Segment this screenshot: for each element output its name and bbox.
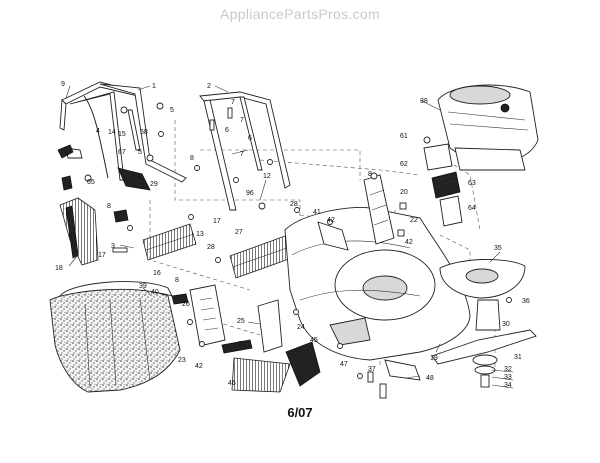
engine (437, 84, 539, 171)
callout-96: 96 (246, 190, 254, 197)
callout-19: 19 (430, 355, 438, 362)
callout-25: 25 (237, 318, 245, 325)
callout-34: 34 (504, 382, 512, 389)
callout-labels: 1 2 3 4 5 5 6 6 7 7 7 8 8 8 8 9 12 13 14… (55, 81, 530, 389)
callout-5b: 5 (138, 149, 142, 156)
callout-29: 29 (150, 181, 158, 188)
callout-31: 31 (514, 354, 522, 361)
callout-17a: 17 (98, 252, 106, 259)
callout-39: 39 (139, 283, 147, 290)
callout-45: 45 (310, 337, 318, 344)
callout-42a: 42 (327, 217, 335, 224)
callout-21: 21 (238, 341, 246, 348)
callout-12: 12 (263, 173, 271, 180)
callout-18: 18 (55, 265, 63, 272)
callout-40: 40 (151, 289, 159, 296)
callout-15: 15 (118, 131, 126, 138)
callout-3: 3 (111, 243, 115, 250)
callout-62: 62 (400, 161, 408, 168)
callout-1: 1 (152, 83, 156, 90)
callout-22: 22 (410, 217, 418, 224)
callout-16: 16 (153, 270, 161, 277)
callout-46: 46 (228, 380, 236, 387)
callout-9: 9 (61, 81, 65, 88)
callout-42c: 42 (195, 363, 203, 370)
blade-assembly (431, 259, 537, 388)
callout-24: 24 (297, 324, 305, 331)
callout-37: 37 (368, 366, 376, 373)
callout-23: 23 (178, 357, 186, 364)
front-axle-bracket (367, 359, 421, 399)
callout-26: 26 (182, 301, 190, 308)
callout-28a: 28 (290, 201, 298, 208)
callout-38: 38 (420, 98, 428, 105)
watermark: AppliancePartsPros.com (220, 6, 380, 22)
callout-33: 33 (504, 374, 512, 381)
callout-28b: 28 (207, 244, 215, 251)
callout-36: 36 (522, 298, 530, 305)
callout-4: 4 (96, 128, 100, 135)
callout-8d: 8 (368, 171, 372, 178)
front-height-adjuster (317, 174, 395, 251)
callout-64: 64 (468, 205, 476, 212)
callout-65: 65 (87, 179, 95, 186)
callout-41: 41 (313, 209, 321, 216)
callout-leaders (65, 85, 514, 389)
callout-30: 30 (502, 321, 510, 328)
callout-6b: 6 (248, 135, 252, 142)
callout-67: 67 (118, 149, 126, 156)
callout-63: 63 (468, 180, 476, 187)
rear-guard (59, 197, 99, 266)
rear-baffles (142, 223, 301, 279)
callout-8a: 8 (190, 155, 194, 162)
callout-13: 13 (196, 231, 204, 238)
callout-2: 2 (207, 83, 211, 90)
hardware-fasteners (57, 102, 512, 379)
callout-20: 20 (400, 189, 408, 196)
callout-42b: 42 (405, 239, 413, 246)
callout-8b: 8 (107, 203, 111, 210)
callout-7b: 7 (240, 117, 244, 124)
engine-accessories (423, 143, 463, 227)
callout-5a: 5 (170, 107, 174, 114)
upper-handle (59, 81, 187, 183)
callout-58: 58 (140, 129, 148, 136)
callout-35: 35 (494, 245, 502, 252)
callout-14: 14 (108, 129, 116, 136)
callout-32: 32 (504, 366, 512, 373)
callout-47: 47 (340, 361, 348, 368)
callout-48: 48 (426, 375, 434, 382)
mulch-flap-parts (231, 299, 321, 393)
callout-17b: 17 (213, 218, 221, 225)
rear-height-adjuster (189, 284, 253, 354)
callout-8c: 8 (175, 277, 179, 284)
callout-27: 27 (235, 229, 243, 236)
bag-frame-parts (65, 106, 151, 191)
callout-7a: 7 (231, 99, 235, 106)
callout-7c: 7 (240, 151, 244, 158)
callout-6a: 6 (225, 127, 229, 134)
grass-catcher-bag (49, 281, 181, 393)
callout-61: 61 (400, 133, 408, 140)
date-code: 6/07 (287, 405, 313, 420)
